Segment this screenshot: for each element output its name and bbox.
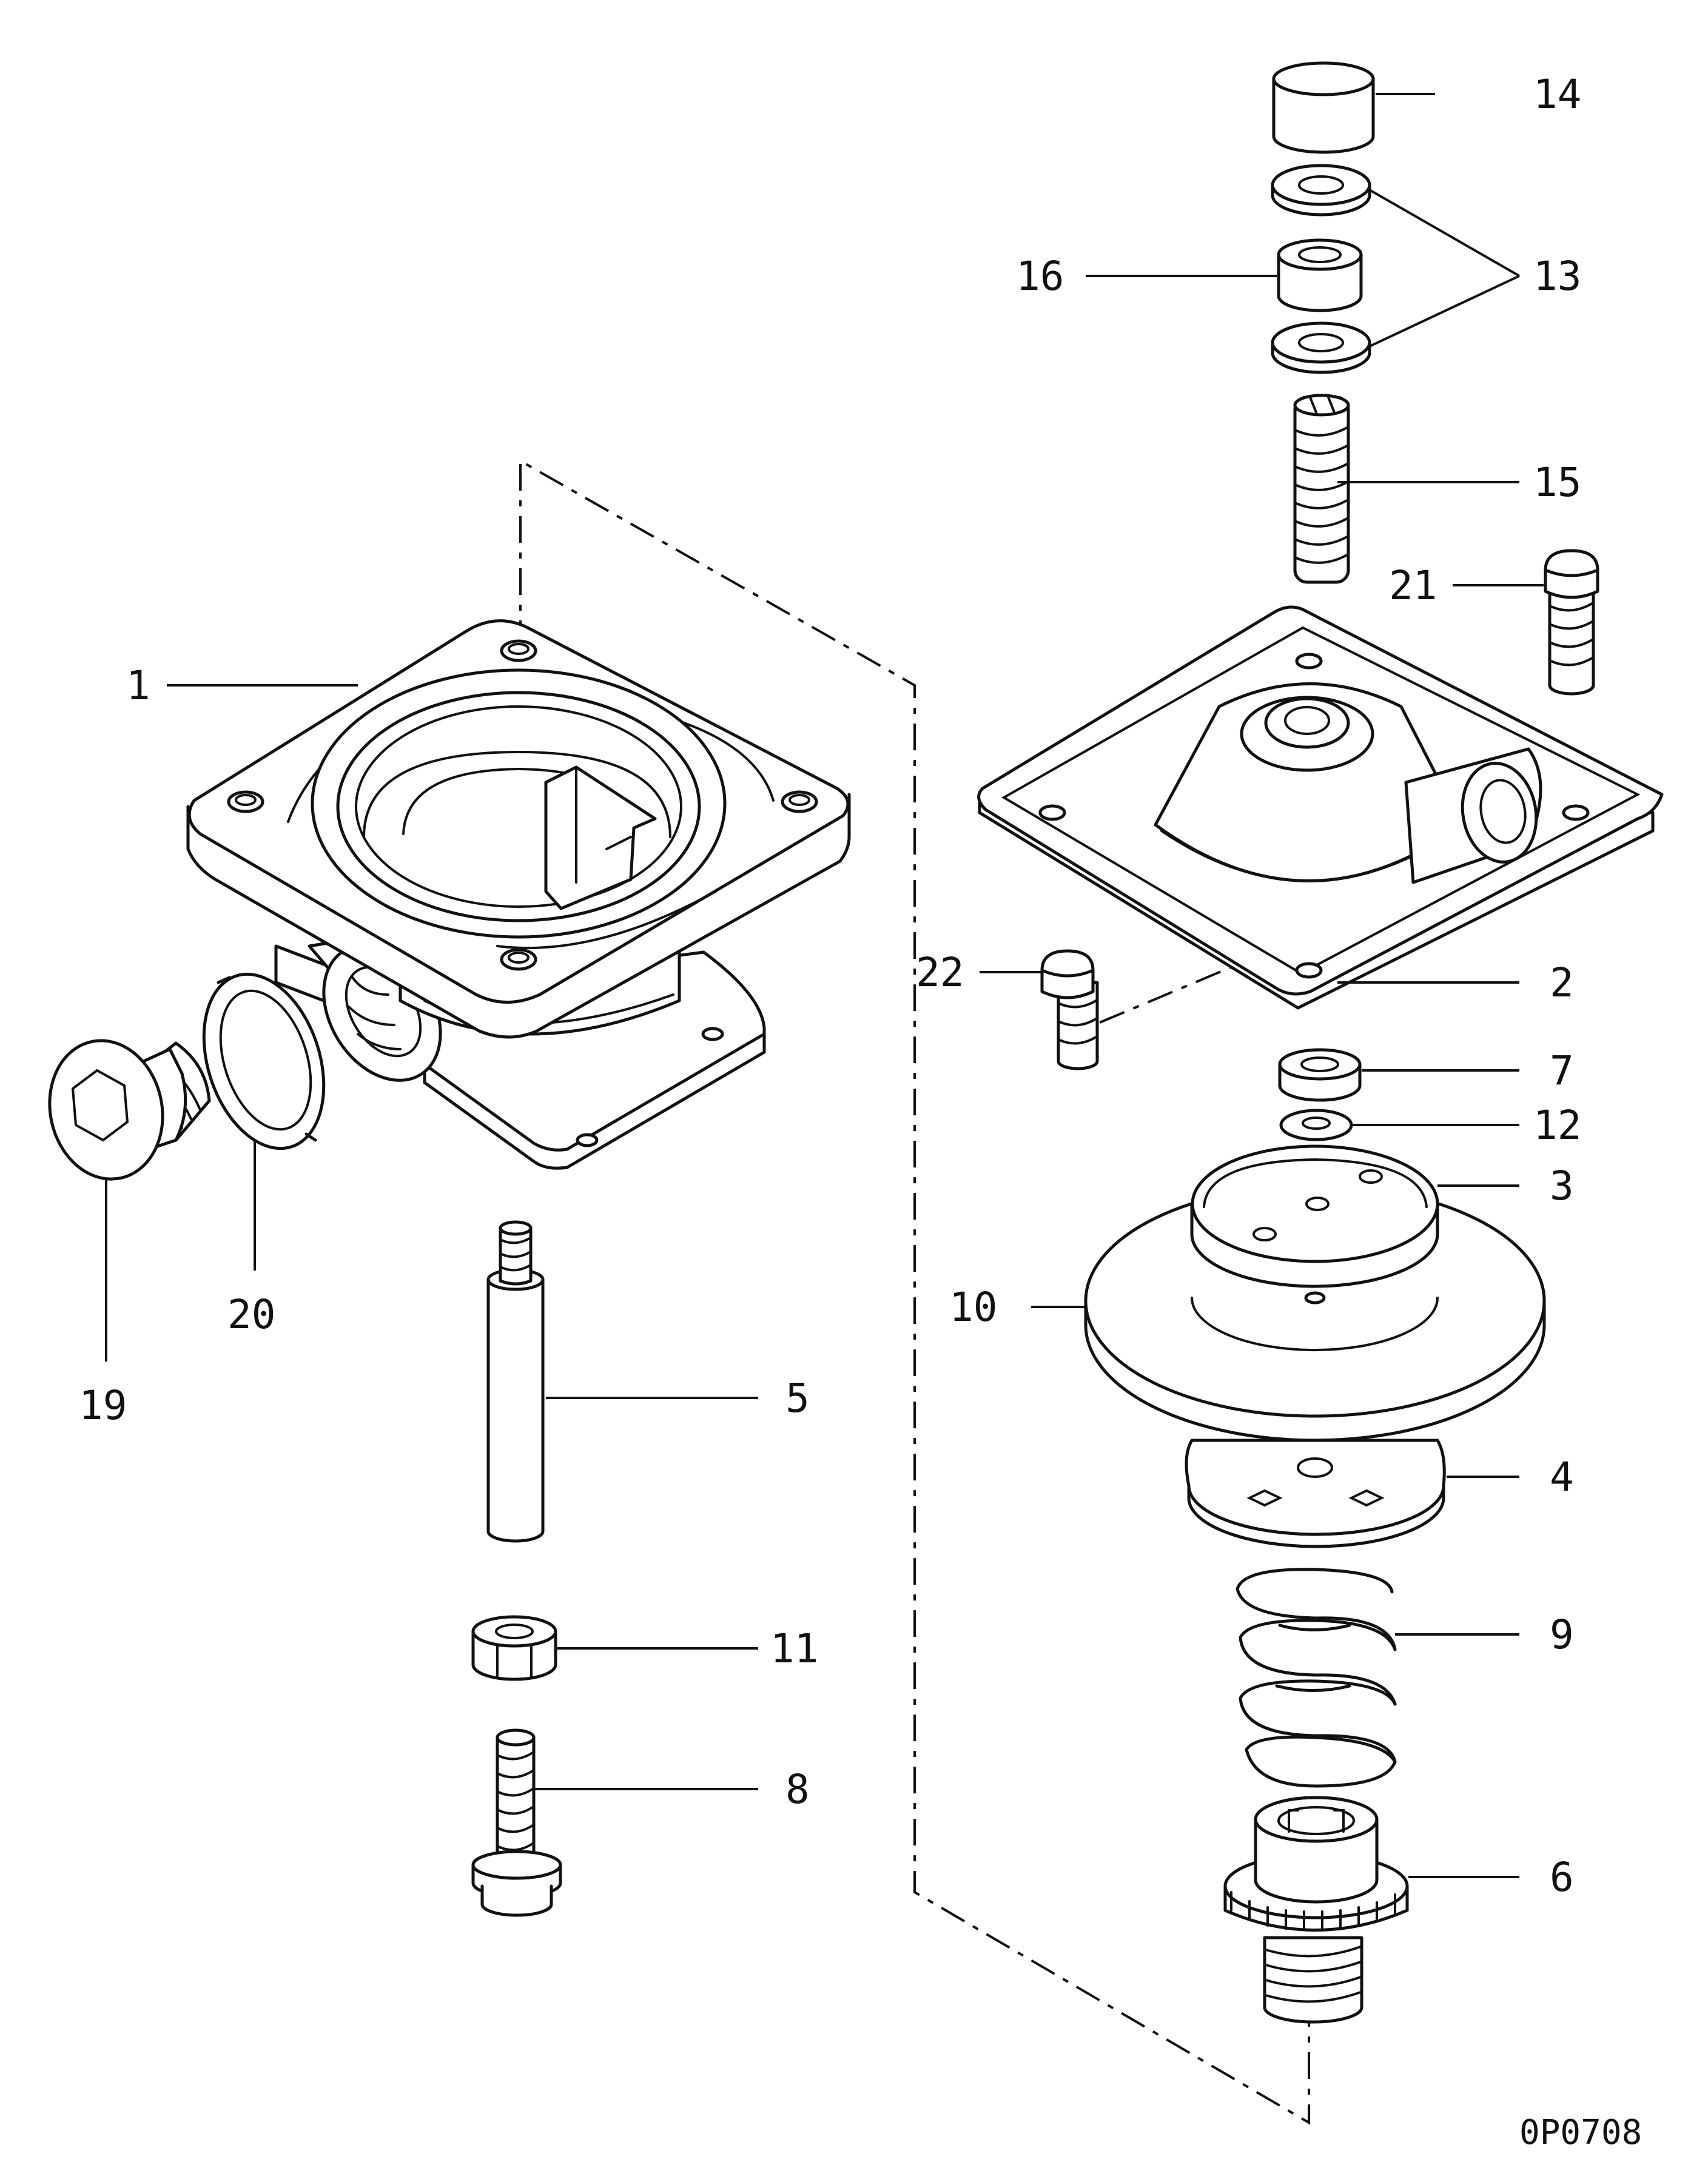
callout-20: 20 — [227, 1291, 275, 1338]
part-2-cover — [977, 605, 1664, 1010]
callout-19: 19 — [79, 1382, 127, 1429]
callout-14: 14 — [1533, 71, 1581, 118]
part-6-plug — [1223, 1796, 1409, 2024]
callout-22: 22 — [916, 949, 964, 996]
part-21-bolt — [1544, 549, 1599, 696]
part-1-body — [186, 619, 851, 1170]
callout-8: 8 — [785, 1766, 810, 1813]
callout-1: 1 — [126, 662, 150, 709]
callout-11: 11 — [770, 1625, 818, 1672]
callout-5: 5 — [785, 1375, 810, 1422]
part-20-gasket — [202, 972, 326, 1150]
part-3-plate — [1190, 1144, 1439, 1288]
callout-2: 2 — [1550, 959, 1574, 1006]
part-19-plug — [48, 1039, 211, 1181]
callout-6: 6 — [1550, 1854, 1574, 1901]
part-5-stud — [486, 1220, 545, 1543]
callout-4: 4 — [1550, 1454, 1574, 1500]
part-8-bolt — [471, 1728, 562, 1917]
part-7-nut — [1278, 1048, 1362, 1102]
part-13-washer-lower — [1271, 321, 1371, 374]
part-13-washer-upper — [1271, 164, 1371, 217]
drawing-code: 0P0708 — [1519, 2113, 1642, 2152]
part-9-spring — [1236, 1568, 1397, 1788]
callout-7: 7 — [1550, 1047, 1574, 1094]
part-16-nut — [1277, 238, 1363, 312]
callout-9: 9 — [1550, 1611, 1574, 1658]
part-4-plate — [1185, 1439, 1446, 1548]
callout-12: 12 — [1533, 1102, 1581, 1149]
part-12-washer — [1279, 1109, 1353, 1141]
callout-21: 21 — [1389, 562, 1437, 609]
callout-10: 10 — [949, 1284, 997, 1331]
leader-lines — [105, 93, 1544, 1878]
callout-16: 16 — [1016, 253, 1064, 300]
part-15-adjusting-screw — [1293, 394, 1350, 584]
part-11-nut — [471, 1615, 557, 1681]
part-14-cap — [1272, 61, 1375, 154]
callout-15: 15 — [1533, 459, 1581, 506]
part-22-bolt — [1040, 949, 1099, 1070]
callout-labels: 1 14 13 16 15 21 22 2 7 12 3 10 4 9 6 5 … — [79, 71, 1581, 1901]
callout-3: 3 — [1550, 1163, 1574, 1209]
callout-13: 13 — [1533, 253, 1581, 300]
